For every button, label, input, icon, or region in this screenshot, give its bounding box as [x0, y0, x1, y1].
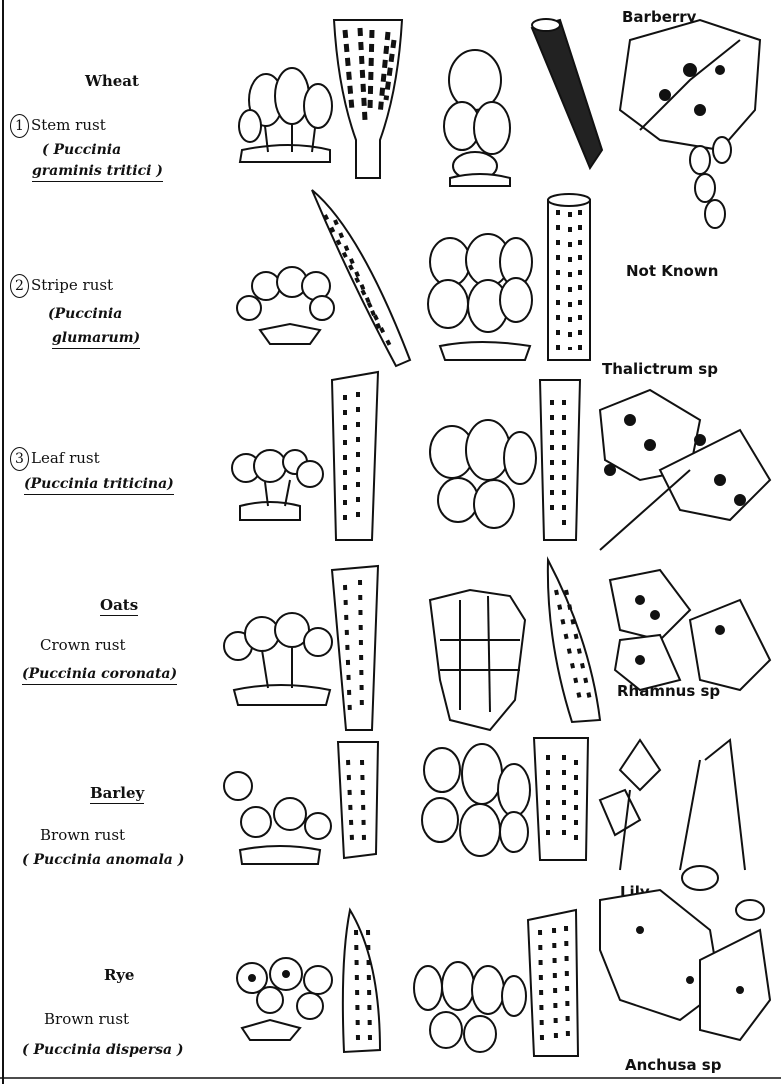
uredospore-sorus-stem-rust — [239, 68, 332, 162]
uredospore-sorus-stripe-rust — [237, 267, 334, 344]
thalictrum-leaf-host — [600, 390, 770, 550]
teliospore-sorus-crown-rust — [430, 590, 525, 730]
barberry-leaf-host — [620, 20, 760, 228]
anchusa-leaf-host — [600, 890, 770, 1040]
teliospore-sorus-stripe-rust — [428, 234, 532, 360]
uredospore-sorus-rye — [237, 958, 332, 1040]
leaf-barley-pustules — [338, 742, 378, 858]
teliospore-sorus-barley — [422, 744, 530, 856]
stem-rye-telia — [528, 910, 578, 1056]
stem-barley-telia — [534, 738, 588, 860]
uredospore-sorus-leaf-rust — [232, 450, 323, 520]
rhamnus-leaf-host — [610, 570, 770, 690]
stem-stripe-telia — [548, 194, 590, 360]
leaf-leaf-rust-pustules — [332, 372, 378, 540]
stem-with-pustules-stem-rust — [334, 20, 402, 178]
teliospore-sorus-rye — [414, 962, 526, 1052]
leaf-rye-pustules — [343, 910, 380, 1052]
uredospore-sorus-barley — [224, 772, 331, 864]
stem-telia-stem-rust — [532, 19, 602, 168]
leaf-crown-rust-pustules — [332, 566, 378, 730]
stem-leaf-rust-telia — [540, 380, 580, 540]
teliospore-sorus-leaf-rust — [430, 420, 536, 528]
teliospore-sorus-stem-rust — [444, 50, 510, 186]
lily-plant-host — [600, 740, 745, 890]
uredospore-sorus-crown-rust — [224, 613, 332, 705]
stem-crown-rust-telia — [548, 560, 600, 722]
